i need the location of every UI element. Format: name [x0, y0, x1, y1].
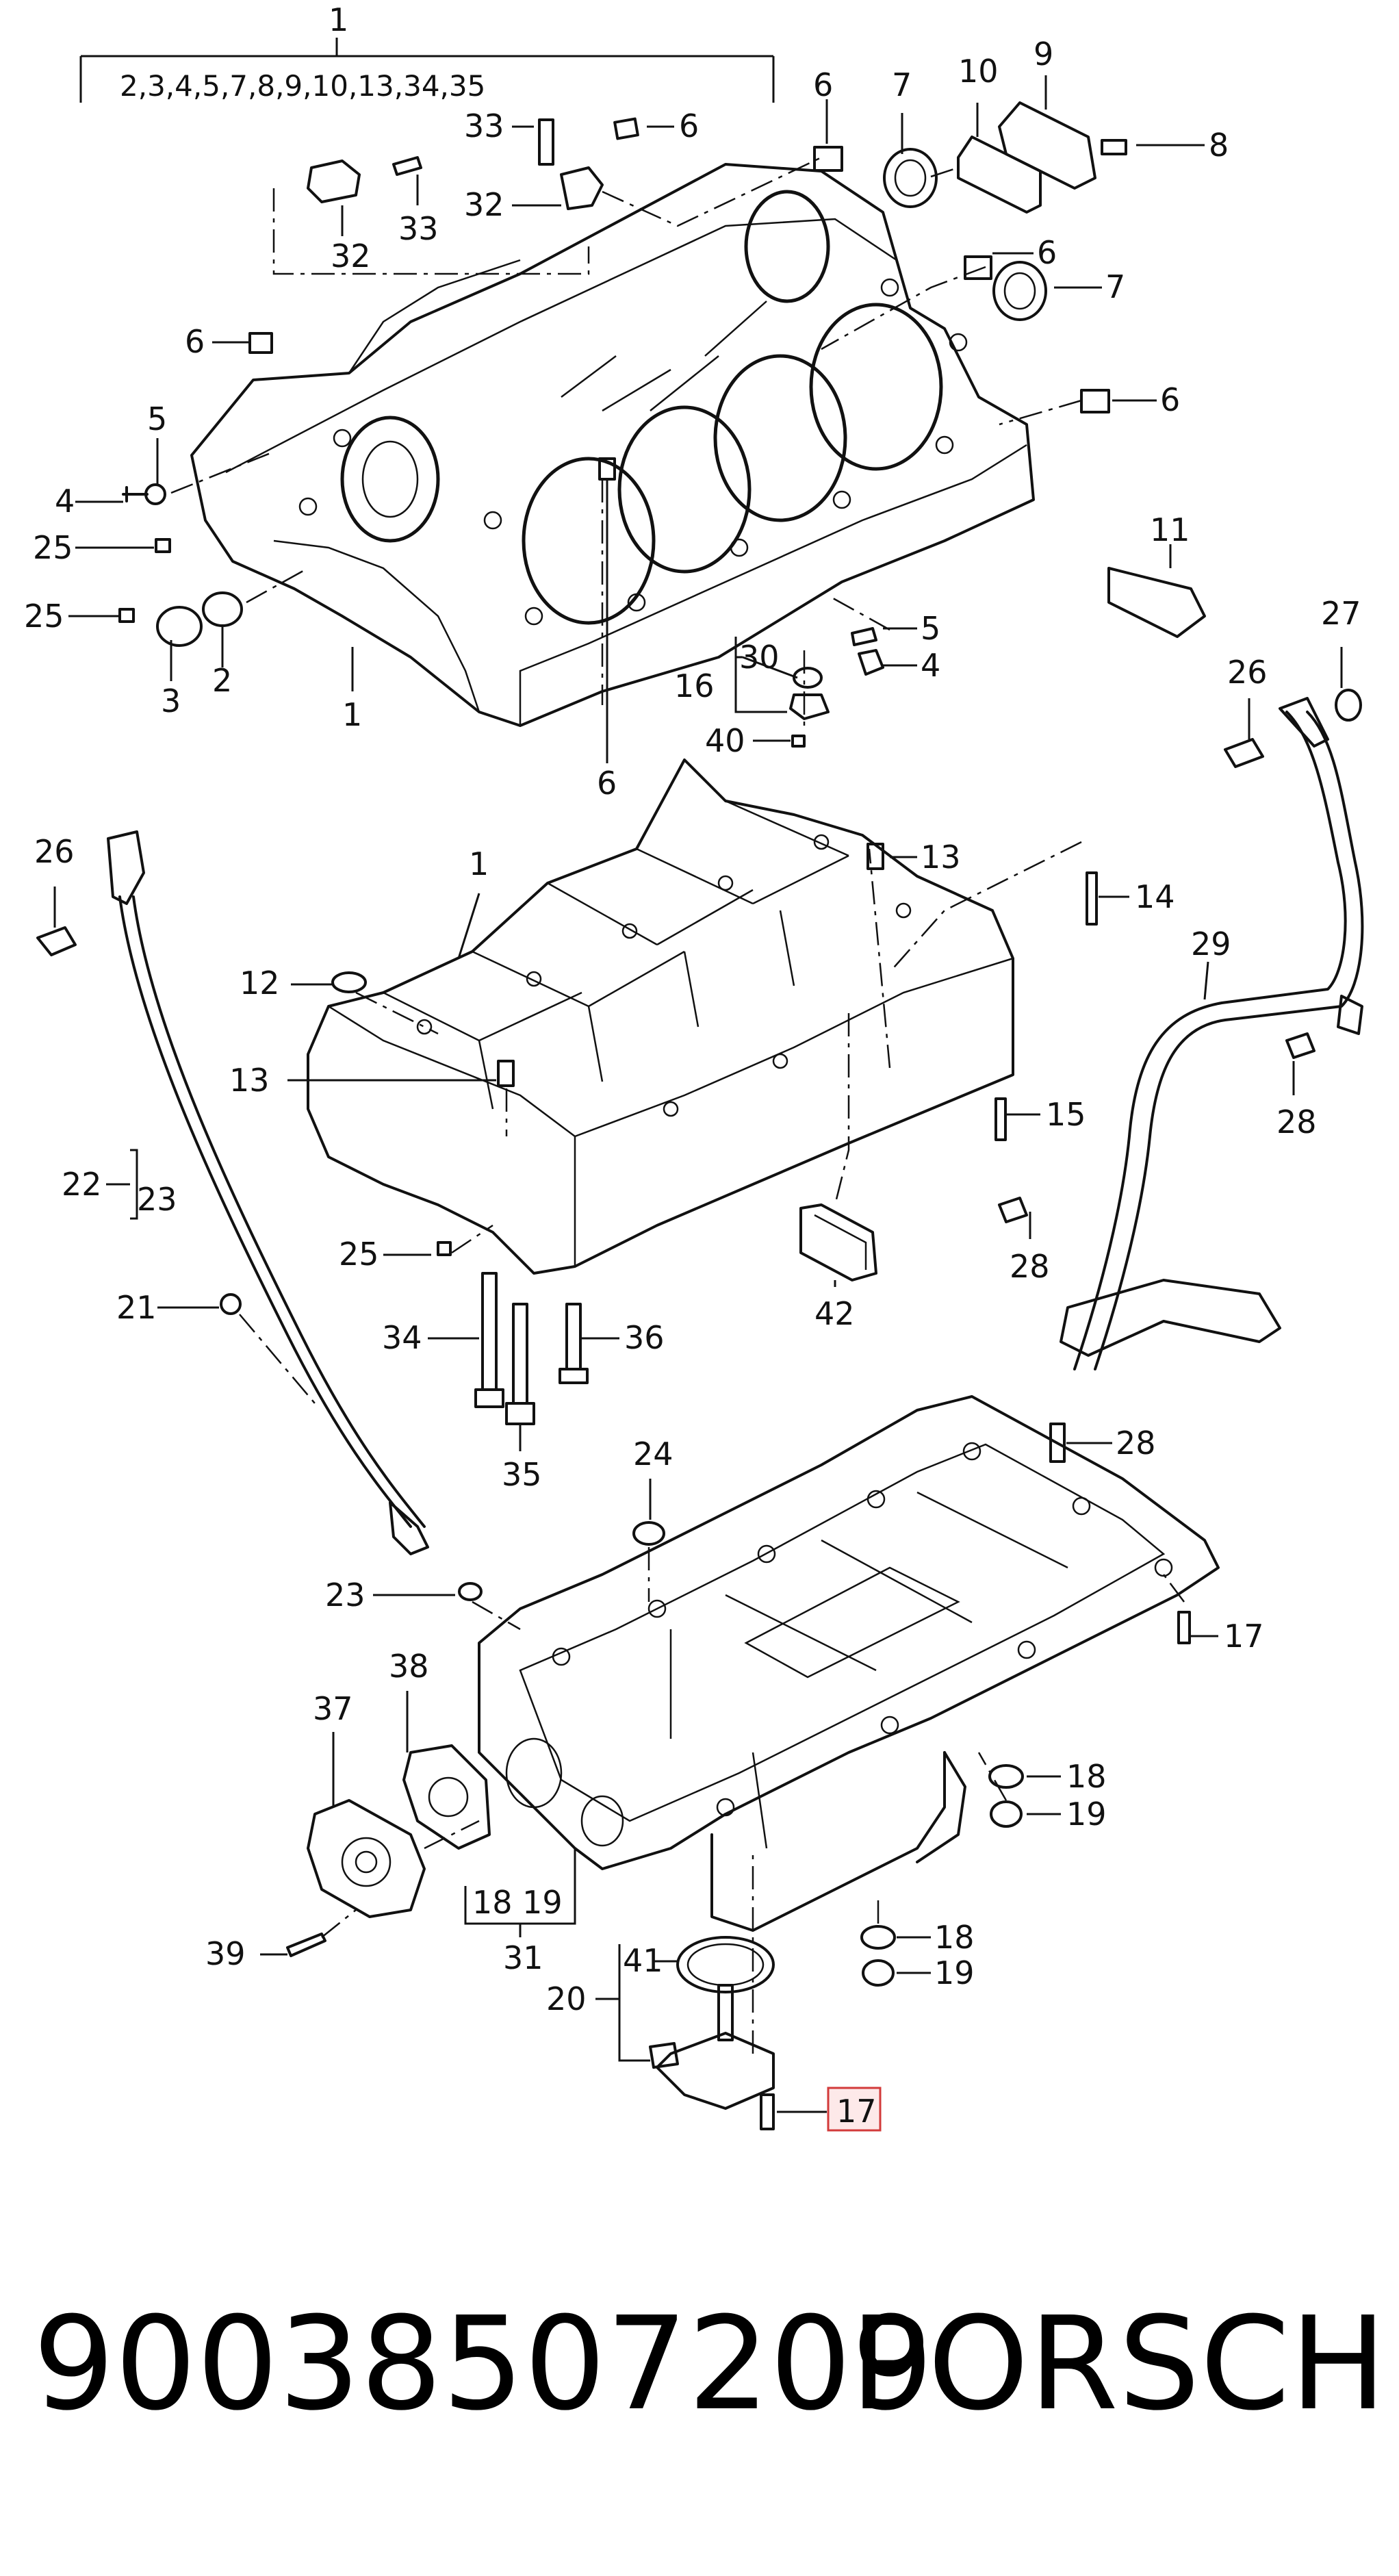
callout-6-a: 6 — [813, 66, 833, 103]
callout-42: 42 — [814, 1295, 855, 1332]
callout-27: 27 — [1321, 595, 1361, 632]
middle-assembly-lines — [239, 841, 1082, 1404]
callout-28-b: 28 — [1010, 1248, 1050, 1285]
callout-6-c: 6 — [1037, 234, 1057, 271]
callout-1-list: 2,3,4,5,7,8,9,10,13,34,35 — [120, 69, 485, 103]
callout-20: 20 — [546, 1980, 587, 2017]
callout-29: 29 — [1191, 926, 1231, 962]
callout-26-a: 26 — [1227, 654, 1268, 691]
callout-18-a: 18 — [1066, 1758, 1107, 1795]
callout-13-b: 13 — [229, 1062, 270, 1099]
callout-28-c: 28 — [1116, 1425, 1156, 1462]
callout-14: 14 — [1135, 878, 1175, 915]
callout-39: 39 — [205, 1935, 246, 1972]
callout-6-f: 6 — [597, 765, 617, 802]
callout-6-b: 6 — [679, 107, 699, 144]
callout-13-a: 13 — [921, 839, 961, 876]
callout-17-a: 17 — [1224, 1618, 1264, 1655]
callout-36: 36 — [624, 1319, 665, 1356]
callout-32-a: 32 — [464, 186, 504, 223]
callout-10: 10 — [958, 53, 999, 90]
oil-return-pipe — [1060, 697, 1364, 1370]
lower-assembly-lines — [321, 1547, 1185, 2054]
dipstick-tube — [107, 830, 429, 1555]
callout-4-b: 4 — [921, 647, 940, 684]
callout-18-b: 18 — [934, 1919, 975, 1956]
callout-33-b: 33 — [398, 210, 439, 247]
upper-crankcase — [190, 163, 1035, 727]
callout-18-19: 18 19 — [472, 1884, 563, 1921]
callout-32-b: 32 — [331, 238, 371, 275]
callout-28-a: 28 — [1276, 1104, 1317, 1140]
callout-15: 15 — [1046, 1096, 1086, 1133]
callout-22: 22 — [62, 1166, 102, 1203]
callout-4-a: 4 — [55, 483, 75, 520]
callout-41: 41 — [623, 1942, 663, 1979]
callout-23-b: 23 — [325, 1577, 365, 1614]
callout-5-b: 5 — [921, 610, 940, 647]
callout-25-b: 25 — [24, 598, 64, 635]
callout-3: 3 — [161, 683, 181, 719]
leader-lines — [53, 38, 1343, 2113]
callout-34: 34 — [382, 1319, 422, 1356]
callout-24: 24 — [633, 1436, 673, 1472]
callout-8: 8 — [1209, 127, 1229, 164]
callout-5-a: 5 — [147, 400, 167, 437]
oil-pan — [478, 1395, 1220, 1932]
callout-1-a: 1 — [342, 696, 362, 733]
callout-37: 37 — [313, 1690, 353, 1727]
part-number: 90038507209 — [33, 2289, 934, 2439]
callout-9: 9 — [1034, 36, 1053, 73]
callout-labels: 1 2,3,4,5,7,8,9,10,13,34,35 6 7 10 9 8 3… — [24, 1, 1361, 2130]
callout-7-b: 7 — [1105, 268, 1125, 305]
callout-33-a: 33 — [464, 107, 504, 144]
callout-31: 31 — [503, 1939, 543, 1976]
callout-6-e: 6 — [185, 323, 205, 360]
callout-21: 21 — [116, 1289, 157, 1326]
callout-25-a: 25 — [33, 529, 73, 566]
callout-17-b: 17 — [836, 2093, 877, 2130]
highlighted-callout-box — [827, 2087, 882, 2132]
callout-26-b: 26 — [34, 833, 75, 870]
callout-6-d: 6 — [1160, 381, 1180, 418]
brand-name: PORSCHE — [850, 2289, 1399, 2439]
callout-19-b: 19 — [934, 1954, 975, 1991]
callout-1-top: 1 — [329, 1, 348, 38]
callout-25-c: 25 — [339, 1236, 379, 1273]
callout-40: 40 — [705, 722, 745, 759]
callout-23-a: 23 — [137, 1181, 177, 1218]
callout-16: 16 — [674, 667, 715, 704]
callout-38: 38 — [389, 1648, 429, 1685]
callout-35: 35 — [502, 1456, 542, 1493]
callout-7-a: 7 — [892, 66, 912, 103]
callout-30: 30 — [739, 639, 780, 676]
callout-12: 12 — [240, 965, 280, 1002]
callout-2: 2 — [212, 662, 232, 699]
middle-small-parts — [36, 689, 1362, 1463]
upper-small-parts — [118, 101, 1206, 748]
callout-19-a: 19 — [1066, 1796, 1107, 1833]
lower-crankcase — [307, 758, 1014, 1275]
callout-11: 11 — [1150, 511, 1190, 548]
upper-assembly-lines — [170, 156, 1082, 732]
callout-1-b: 1 — [469, 845, 489, 882]
lower-small-parts — [286, 1521, 1191, 2130]
